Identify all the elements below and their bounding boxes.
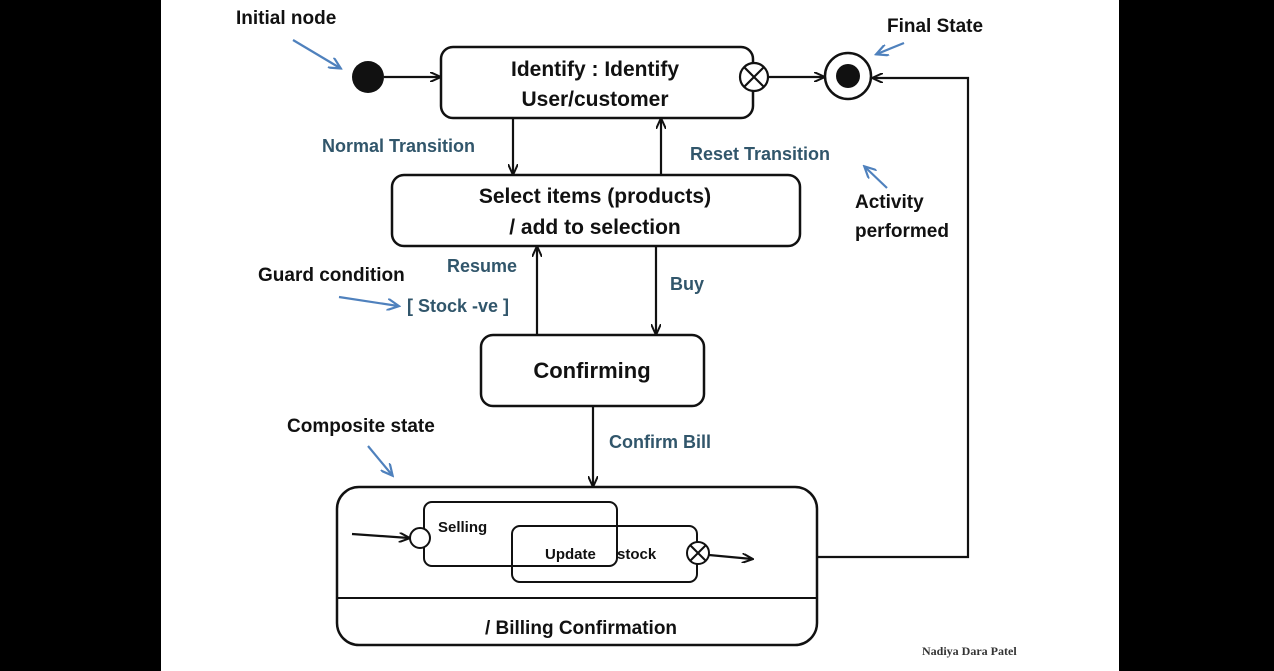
identify-label-line1: Identify : Identify bbox=[511, 58, 679, 81]
composite-state-pointer bbox=[367, 445, 392, 475]
exit-arrow bbox=[708, 555, 752, 559]
confirm-bill-label: Confirm Bill bbox=[609, 432, 711, 452]
update-label: Update bbox=[545, 546, 596, 563]
diagram-canvas: Identify : Identify User/customer Select… bbox=[161, 0, 1119, 671]
activity-performed-pointer bbox=[865, 167, 888, 189]
entry-arrow bbox=[351, 534, 409, 538]
identify-label-line2: User/customer bbox=[521, 88, 668, 111]
initial-node bbox=[352, 61, 384, 93]
billing-label: / Billing Confirmation bbox=[485, 618, 677, 639]
select-label-line2: / add to selection bbox=[509, 216, 681, 239]
confirming-label: Confirming bbox=[533, 358, 650, 383]
initial-node-annotation: Initial node bbox=[236, 8, 336, 29]
resume-label: Resume bbox=[447, 256, 517, 276]
final-state-pointer bbox=[877, 41, 905, 54]
final-state-annotation: Final State bbox=[887, 16, 983, 37]
composite-to-final-arrow bbox=[817, 78, 970, 559]
state-diagram: Identify : Identify User/customer Select… bbox=[236, 8, 1017, 658]
guard-label: [ Stock -ve ] bbox=[407, 296, 509, 316]
exit-point-composite bbox=[686, 541, 710, 565]
activity-performed-annotation-line2: performed bbox=[855, 221, 949, 242]
buy-label: Buy bbox=[670, 274, 704, 294]
author-signature: Nadiya Dara Patel bbox=[922, 644, 1017, 658]
activity-performed-annotation-line1: Activity bbox=[855, 192, 924, 213]
stock-label: stock bbox=[617, 546, 657, 563]
selling-label: Selling bbox=[438, 519, 487, 536]
initial-node-pointer bbox=[292, 39, 340, 68]
entry-point-composite bbox=[409, 527, 431, 549]
guard-condition-pointer bbox=[338, 295, 398, 306]
select-items-state bbox=[390, 173, 802, 248]
guard-condition-annotation: Guard condition bbox=[258, 265, 405, 286]
select-label-line1: Select items (products) bbox=[479, 185, 711, 208]
reset-transition-label: Reset Transition bbox=[690, 144, 830, 164]
normal-transition-label: Normal Transition bbox=[322, 136, 475, 156]
final-state-node bbox=[823, 51, 873, 101]
exit-point-identify bbox=[738, 61, 770, 93]
composite-state-annotation: Composite state bbox=[287, 416, 435, 437]
